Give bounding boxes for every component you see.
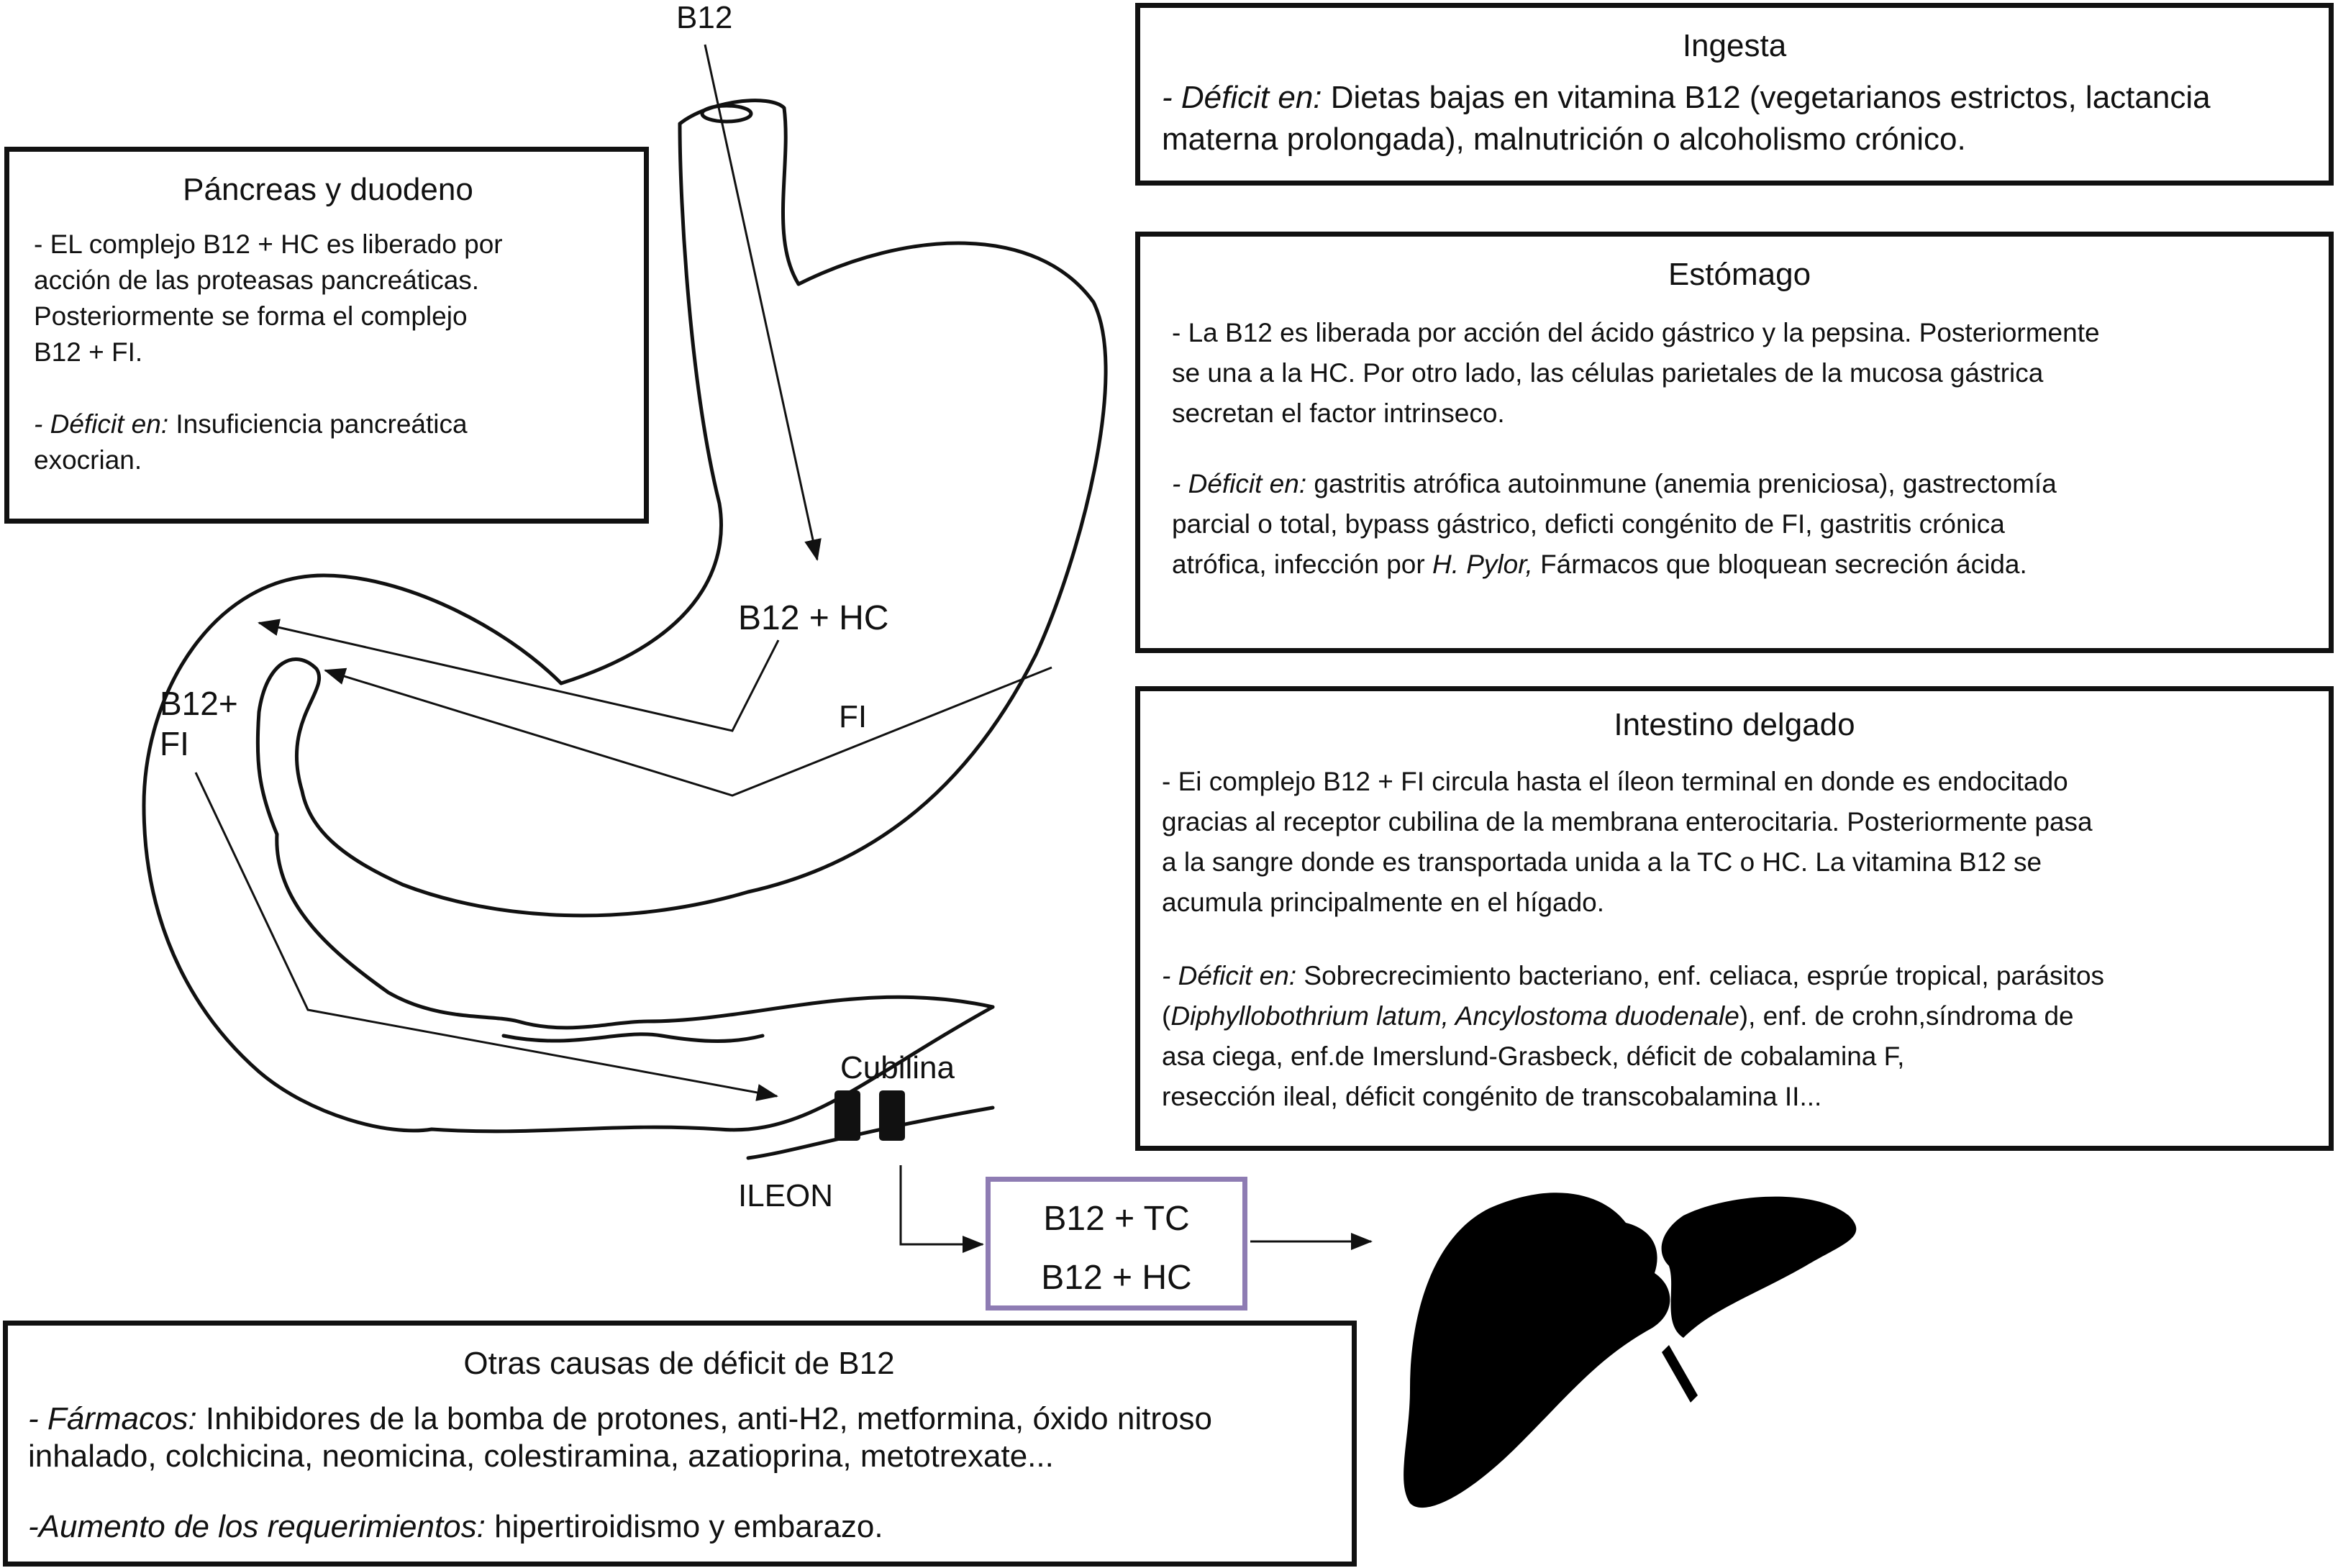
- intestino-box: Intestino delgado - Ei complejo B12 + FI…: [1135, 686, 2334, 1151]
- farmacos-label: - Fármacos:: [28, 1401, 197, 1436]
- label-fi: FI: [839, 699, 868, 734]
- label-b12-top: B12: [676, 0, 733, 35]
- label-ileon: ILEON: [738, 1178, 834, 1213]
- deficit-label: - Déficit en:: [34, 409, 169, 439]
- intestino-title: Intestino delgado: [1614, 707, 1855, 742]
- estomago-body-line: secretan el factor intrinseco.: [1172, 398, 1505, 428]
- cubilina-receptor-icon: [879, 1090, 905, 1141]
- estomago-box: Estómago - La B12 es liberada por acción…: [1135, 232, 2334, 653]
- intestino-body-line: a la sangre donde es transportada unida …: [1162, 847, 2042, 877]
- pancreas-deficit-line: Insuficiencia pancreática: [168, 409, 468, 439]
- intestino-body-line: gracias al receptor cubilina de la membr…: [1162, 807, 2093, 837]
- h-pylori-term: H. Pylor,: [1432, 550, 1533, 579]
- arrow-b12-hc-to-duodenum: [258, 619, 780, 732]
- label-cubilina: Cubilina: [840, 1050, 955, 1085]
- intestino-deficit-line: asa ciega, enf.de Imerslund-Grasbeck, dé…: [1162, 1041, 1905, 1071]
- estomago-deficit-line: parcial o total, bypass gástrico, defict…: [1172, 509, 2005, 539]
- stomach-duodenum-outline: [142, 99, 1108, 1160]
- label-b12-fi: B12+ FI: [160, 683, 238, 764]
- requerimientos-text: hipertiroidismo y embarazo.: [485, 1509, 883, 1544]
- estomago-body-line: - La B12 es liberada por acción del ácid…: [1172, 318, 2100, 347]
- estomago-deficit: - Déficit en: gastritis atrófica autoinm…: [1172, 464, 2307, 585]
- pancreas-deficit: - Déficit en: Insuficiencia pancreática …: [34, 406, 622, 478]
- label-b12-hc: B12 + HC: [738, 599, 889, 637]
- ingesta-box: Ingesta - Déficit en: Dietas bajas en vi…: [1135, 3, 2334, 186]
- parasite-names: Diphyllobothrium latum, Ancylostoma duod…: [1170, 1001, 1739, 1031]
- farmacos-text: Inhibidores de la bomba de protones, ant…: [196, 1401, 1212, 1436]
- otras-causas-box: Otras causas de déficit de B12 - Fármaco…: [3, 1321, 1357, 1567]
- arrow-fi-to-duodenum: [324, 666, 1052, 797]
- pancreas-duodenum-box: Páncreas y duodeno - EL complejo B12 + H…: [4, 147, 649, 524]
- transport-box: B12 + TC B12 + HC: [986, 1177, 1247, 1311]
- otras-requerimientos: -Aumento de los requerimientos: hipertir…: [28, 1508, 1330, 1546]
- pancreas-body: - EL complejo B12 + HC es liberado por a…: [34, 227, 622, 370]
- ingesta-title: Ingesta: [1682, 28, 1787, 63]
- estomago-body: - La B12 es liberada por acción del ácid…: [1172, 313, 2307, 434]
- intestino-deficit: - Déficit en: Sobrecrecimiento bacterian…: [1162, 956, 2307, 1117]
- deficit-label: - Déficit en:: [1162, 80, 1322, 115]
- ingesta-deficit-line: Dietas bajas en vitamina B12 (vegetarian…: [1322, 80, 2211, 115]
- estomago-title: Estómago: [1668, 257, 1811, 292]
- intestino-deficit-line: resección ileal, déficit congénito de tr…: [1162, 1082, 1822, 1111]
- cubilina-receptor-icon: [834, 1090, 860, 1141]
- arrow-ileum-to-transport: [899, 1165, 984, 1253]
- arrow-b12-into-stomach: [704, 44, 822, 561]
- intestino-deficit-line: Sobrecrecimiento bacteriano, enf. celiac…: [1296, 961, 2105, 990]
- flow-arrows: [194, 44, 1373, 1253]
- otras-farmacos: - Fármacos: Inhibidores de la bomba de p…: [28, 1400, 1330, 1475]
- estomago-deficit-line: gastritis atrófica autoinmune (anemia pr…: [1306, 469, 2057, 498]
- deficit-label: - Déficit en:: [1172, 469, 1307, 498]
- transport-line-tc: B12 + TC: [1043, 1200, 1190, 1238]
- estomago-body-line: se una a la HC. Por otro lado, las célul…: [1172, 358, 2044, 388]
- ingesta-deficit: - Déficit en: Dietas bajas en vitamina B…: [1162, 77, 2307, 160]
- intestino-body-line: acumula principalmente en el hígado.: [1162, 888, 1604, 917]
- requerimientos-label: -Aumento de los requerimientos:: [28, 1509, 486, 1544]
- farmacos-text: inhalado, colchicina, neomicina, colesti…: [28, 1439, 1054, 1474]
- estomago-deficit-line: atrófica, infección por: [1172, 550, 1432, 579]
- intestino-deficit-line: ), enf. de crohn,síndroma de: [1739, 1001, 2074, 1031]
- label-b12-fi-line2: FI: [160, 725, 189, 762]
- deficit-label: - Déficit en:: [1162, 961, 1297, 990]
- intestino-body: - Ei complejo B12 + FI circula hasta el …: [1162, 762, 2307, 923]
- pancreas-body-line: B12 + FI.: [34, 337, 143, 367]
- otras-title: Otras causas de déficit de B12: [463, 1346, 895, 1381]
- transport-line-hc: B12 + HC: [1041, 1259, 1192, 1297]
- pancreas-body-line: - EL complejo B12 + HC es liberado por: [34, 229, 503, 259]
- intestino-deficit-line: (: [1162, 1001, 1171, 1031]
- estomago-deficit-line: Fármacos que bloquean secreción ácida.: [1532, 550, 2027, 579]
- ingesta-deficit-line: materna prolongada), malnutrición o alco…: [1162, 122, 1966, 157]
- pancreas-body-line: acción de las proteasas pancreáticas.: [34, 265, 480, 295]
- label-b12-fi-line1: B12+: [160, 685, 238, 722]
- pancreas-title: Páncreas y duodeno: [183, 172, 473, 207]
- pancreas-body-line: Posteriormente se forma el complejo: [34, 301, 468, 331]
- intestino-body-line: - Ei complejo B12 + FI circula hasta el …: [1162, 767, 2068, 796]
- liver-icon: [1404, 1193, 1857, 1508]
- arrow-b12-fi-to-ileum: [194, 772, 778, 1101]
- pancreas-deficit-line: exocrian.: [34, 445, 142, 475]
